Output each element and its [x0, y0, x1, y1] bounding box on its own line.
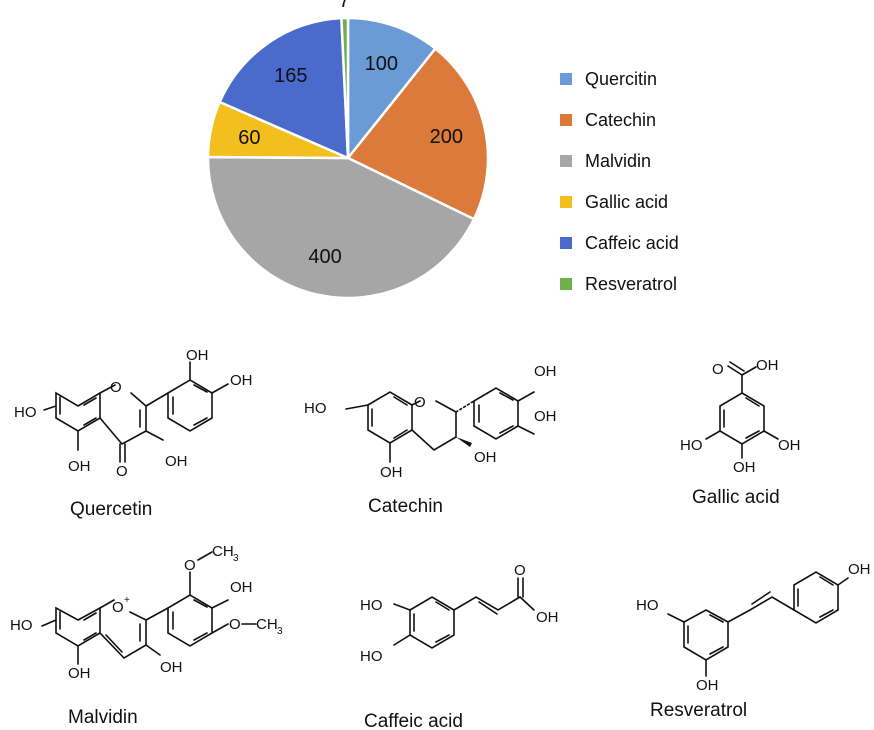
atom-label: + — [124, 595, 130, 606]
pie-data-label: 60 — [238, 127, 260, 149]
atom-label: CH — [212, 543, 234, 560]
legend-swatch — [560, 278, 572, 290]
atom-label: OH — [733, 459, 756, 476]
legend-item-malvidin: Malvidin — [560, 146, 651, 176]
atom-label: HO — [636, 597, 659, 614]
atom-label: 3 — [277, 626, 283, 637]
atom-label: OH — [848, 561, 871, 578]
structure-name: Gallic acid — [692, 487, 780, 508]
legend-label: Quercitin — [585, 68, 658, 89]
atom-label: OH — [68, 458, 91, 475]
atom-label: OH — [160, 659, 183, 676]
atom-label: O — [112, 599, 124, 616]
atom-label: O — [712, 361, 724, 378]
atom-label: O — [116, 463, 128, 480]
atom-label: OH — [380, 464, 403, 481]
structure-name: Resveratrol — [650, 700, 747, 721]
structure-resveratrol: HO OH OH Resveratrol — [636, 561, 871, 721]
atom-label: HO — [360, 648, 383, 665]
structure-quercetin: HO O OH OH OH OH O Quercetin — [14, 347, 253, 520]
atom-label: O — [514, 562, 526, 579]
quercetin-bonds — [43, 361, 229, 463]
atom-label: OH — [186, 347, 209, 364]
atom-label: HO — [360, 597, 383, 614]
atom-label: OH — [536, 609, 559, 626]
structure-catechin: HO O OH OH OH OH Catechin — [304, 363, 557, 517]
legend-label: Caffeic acid — [585, 232, 679, 253]
legend-swatch — [560, 73, 572, 85]
atom-label: HO — [14, 404, 37, 421]
atom-label: OH — [165, 453, 188, 470]
gallic-acid-bonds — [705, 361, 779, 459]
legend-swatch — [560, 114, 572, 126]
resveratrol-bonds — [667, 571, 849, 677]
caffeic-acid-bonds — [393, 577, 535, 649]
structure-name: Caffeic acid — [364, 711, 463, 730]
pie-data-label: 200 — [430, 126, 463, 148]
legend-item-catechin: Catechin — [560, 105, 656, 135]
atom-label: OH — [474, 449, 497, 466]
legend-item-resveratrol: Resveratrol — [560, 269, 677, 299]
legend-label: Gallic acid — [585, 191, 669, 212]
structure-name: Quercetin — [70, 499, 152, 520]
pie-chart: 100 200 400 60 165 7 — [206, 0, 490, 300]
structure-caffeic-acid: HO HO O OH Caffeic acid — [360, 562, 559, 730]
legend-swatch — [560, 196, 572, 208]
atom-label: OH — [68, 665, 91, 682]
catechin-bonds — [345, 387, 535, 463]
atom-label: OH — [778, 437, 801, 454]
atom-label: O — [184, 557, 196, 574]
pie-data-label: 7 — [339, 0, 350, 12]
atom-label: O — [229, 616, 241, 633]
atom-label: CH — [256, 616, 278, 633]
wedge-bond — [456, 437, 472, 447]
pie-slice-resveratrol — [340, 16, 350, 159]
atom-label: OH — [534, 363, 557, 380]
atom-label: HO — [304, 400, 327, 417]
atom-label: OH — [230, 372, 253, 389]
atom-label: HO — [680, 437, 703, 454]
atom-label: OH — [696, 677, 719, 694]
structure-name: Malvidin — [68, 707, 138, 728]
pie-slice-quercitin — [346, 16, 438, 162]
malvidin-bonds — [41, 551, 257, 665]
legend-item-quercitin: Quercitin — [560, 64, 657, 94]
pie-slice-catechin — [346, 46, 490, 221]
legend-label: Malvidin — [585, 150, 652, 171]
structure-malvidin: HO O + OH OH O CH 3 OH O CH 3 Malvidin — [10, 543, 283, 728]
pie-slices — [206, 16, 490, 300]
structure-gallic-acid: O OH HO OH OH Gallic acid — [680, 357, 801, 508]
pie-data-label: 100 — [365, 53, 398, 75]
atom-label: O — [414, 394, 426, 411]
legend-item-caffeic-acid: Caffeic acid — [560, 228, 679, 258]
atom-label: OH — [534, 408, 557, 425]
atom-label: OH — [756, 357, 779, 374]
atom-label: O — [110, 379, 122, 396]
legend-swatch — [560, 155, 572, 167]
legend-label: Catechin — [585, 109, 657, 130]
atom-label: 3 — [233, 553, 239, 564]
legend-label: Resveratrol — [585, 273, 678, 294]
atom-label: HO — [10, 617, 33, 634]
legend-swatch — [560, 237, 572, 249]
pie-slice-caffeic-acid — [218, 16, 350, 160]
pie-data-labels: 100 200 400 60 165 7 — [238, 0, 463, 268]
atom-label: OH — [230, 579, 253, 596]
pie-data-label: 400 — [308, 246, 341, 268]
structure-name: Catechin — [368, 496, 443, 517]
pie-data-label: 165 — [274, 65, 307, 87]
pie-slice-malvidin — [206, 155, 476, 300]
legend-item-gallic-acid: Gallic acid — [560, 187, 668, 217]
